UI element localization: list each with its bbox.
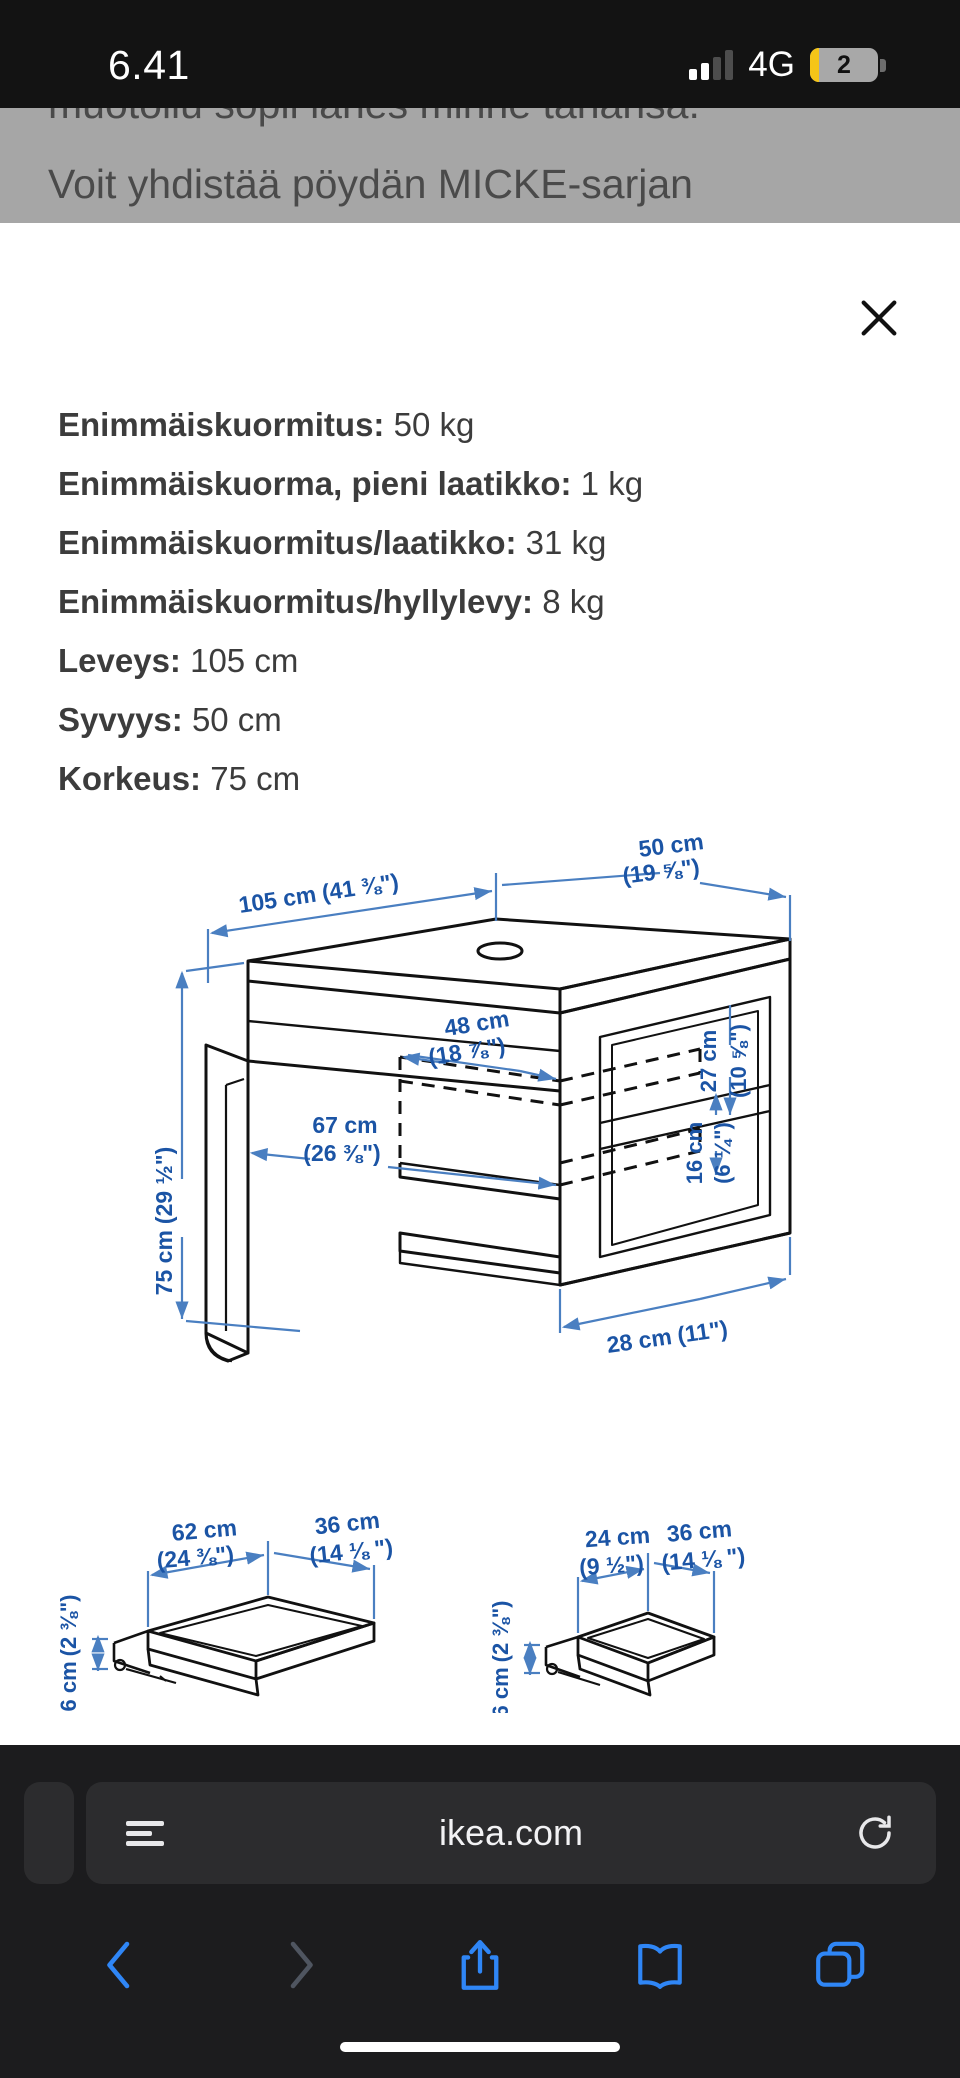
status-indicators: 4G 2 [689, 45, 886, 85]
forward-button[interactable] [245, 1920, 355, 2010]
network-type-label: 4G [748, 45, 795, 84]
drawer-small-width-in: (9 ½") [578, 1550, 644, 1580]
spec-row: Enimmäiskuormitus: 50 kg [58, 408, 908, 441]
address-bar[interactable]: ikea.com [86, 1782, 936, 1884]
url-label: ikea.com [438, 1812, 584, 1853]
spec-value: 8 kg [542, 583, 605, 620]
chevron-right-icon [290, 1941, 313, 1989]
share-button[interactable] [425, 1920, 535, 2010]
dim-label-upper-opening-in: (10 ⅝") [726, 1024, 751, 1098]
spec-row: Enimmäiskuormitus/hyllylevy: 8 kg [58, 585, 908, 618]
drawer-large-width-in: (24 ⅜") [156, 1541, 235, 1574]
url-row: ikea.com [0, 1782, 960, 1884]
background-page-content: muotoilu sopii lähes minne tahansa. Voit… [0, 108, 960, 223]
spec-value: 31 kg [525, 524, 607, 561]
reload-icon[interactable] [854, 1812, 896, 1854]
cellular-signal-icon [689, 50, 734, 80]
spec-key: Enimmäiskuormitus/laatikko: [58, 524, 517, 561]
drawer-small-depth-in: (14 ⅛ ") [660, 1542, 746, 1575]
drawer-large-width-cm: 62 cm [171, 1514, 238, 1546]
spec-value: 1 kg [580, 465, 644, 502]
drawer-small-height: 6 cm(2 ⅜") [488, 1601, 513, 1713]
spec-row: Syvyys: 50 cm [58, 703, 908, 736]
tab-edge-left[interactable] [24, 1782, 74, 1884]
status-bar: 6.41 4G 2 [0, 0, 960, 108]
spec-value: 105 cm [190, 642, 299, 679]
spec-row: Leveys: 105 cm [58, 644, 908, 677]
browser-bottom-bar: ikea.com [0, 1745, 960, 2078]
drawer-small-depth-cm: 36 cm [666, 1515, 733, 1547]
tabs-button[interactable] [785, 1920, 895, 2010]
back-button[interactable] [65, 1920, 175, 2010]
spec-key: Korkeus: [58, 760, 202, 797]
dim-label-lower-opening-cm: 16 cm [682, 1122, 707, 1184]
spec-key: Enimmäiskuormitus: [58, 406, 385, 443]
spec-row: Korkeus: 75 cm [58, 762, 908, 795]
spec-row: Enimmäiskuormitus/laatikko: 31 kg [58, 526, 908, 559]
bookmarks-button[interactable] [605, 1920, 715, 2010]
dim-label-width: 105 cm(41 ⅜") [237, 868, 400, 918]
dim-label-depth-in: (19 ⅝") [621, 853, 701, 888]
spec-row: Enimmäiskuorma, pieni laatikko: 1 kg [58, 467, 908, 500]
drawer-large-height: 6 cm(2 ⅜") [56, 1595, 81, 1712]
chevron-left-icon [107, 1941, 130, 1989]
spec-key: Enimmäiskuorma, pieni laatikko: [58, 465, 572, 502]
page-settings-icon[interactable] [126, 1820, 164, 1846]
tabs-icon [816, 1941, 865, 1987]
dim-label-upper-opening-cm: 27 cm [696, 1030, 721, 1092]
spec-value: 75 cm [210, 760, 301, 797]
desk-dimension-diagram: 105 cm(41 ⅜") 50 cm (19 ⅝") 75 cm(29 ½")… [0, 833, 960, 1533]
book-icon [638, 1943, 682, 1989]
share-icon [461, 1940, 499, 1990]
background-text-line-2: Voit yhdistää pöydän MICKE-sarjan [48, 161, 693, 207]
drawer-large-depth-in: (14 ⅛ ") [308, 1534, 394, 1569]
battery-percent-label: 2 [837, 50, 851, 79]
dim-label-inner-width-in: (26 ⅜") [303, 1140, 380, 1166]
spec-key: Leveys: [58, 642, 181, 679]
status-time: 6.41 [108, 41, 190, 88]
dim-label-side-width: 28 cm(11") [605, 1315, 729, 1358]
close-icon[interactable] [848, 287, 910, 349]
drawer-small-width-cm: 24 cm [584, 1522, 651, 1552]
dim-label-height: 75 cm(29 ½") [151, 1147, 177, 1296]
product-dimensions-sheet: Enimmäiskuormitus: 50 kg Enimmäiskuorma,… [0, 223, 960, 1745]
specification-list: Enimmäiskuormitus: 50 kg Enimmäiskuorma,… [58, 408, 908, 821]
drawer-dimension-diagrams: 62 cm (24 ⅜") 36 cm (14 ⅛ ") 6 cm(2 ⅜") [0, 1513, 960, 1713]
home-indicator [340, 2042, 620, 2052]
dim-label-inner-width-cm: 67 cm [312, 1112, 377, 1138]
spec-value: 50 cm [191, 701, 282, 738]
battery-icon: 2 [810, 48, 886, 82]
background-text-line-1: muotoilu sopii lähes minne tahansa. [48, 108, 948, 133]
browser-toolbar [0, 1910, 960, 2020]
spec-value: 50 kg [393, 406, 475, 443]
dim-label-lower-opening-in: (6 ¼") [710, 1122, 735, 1184]
spec-key: Enimmäiskuormitus/hyllylevy: [58, 583, 534, 620]
spec-key: Syvyys: [58, 701, 183, 738]
